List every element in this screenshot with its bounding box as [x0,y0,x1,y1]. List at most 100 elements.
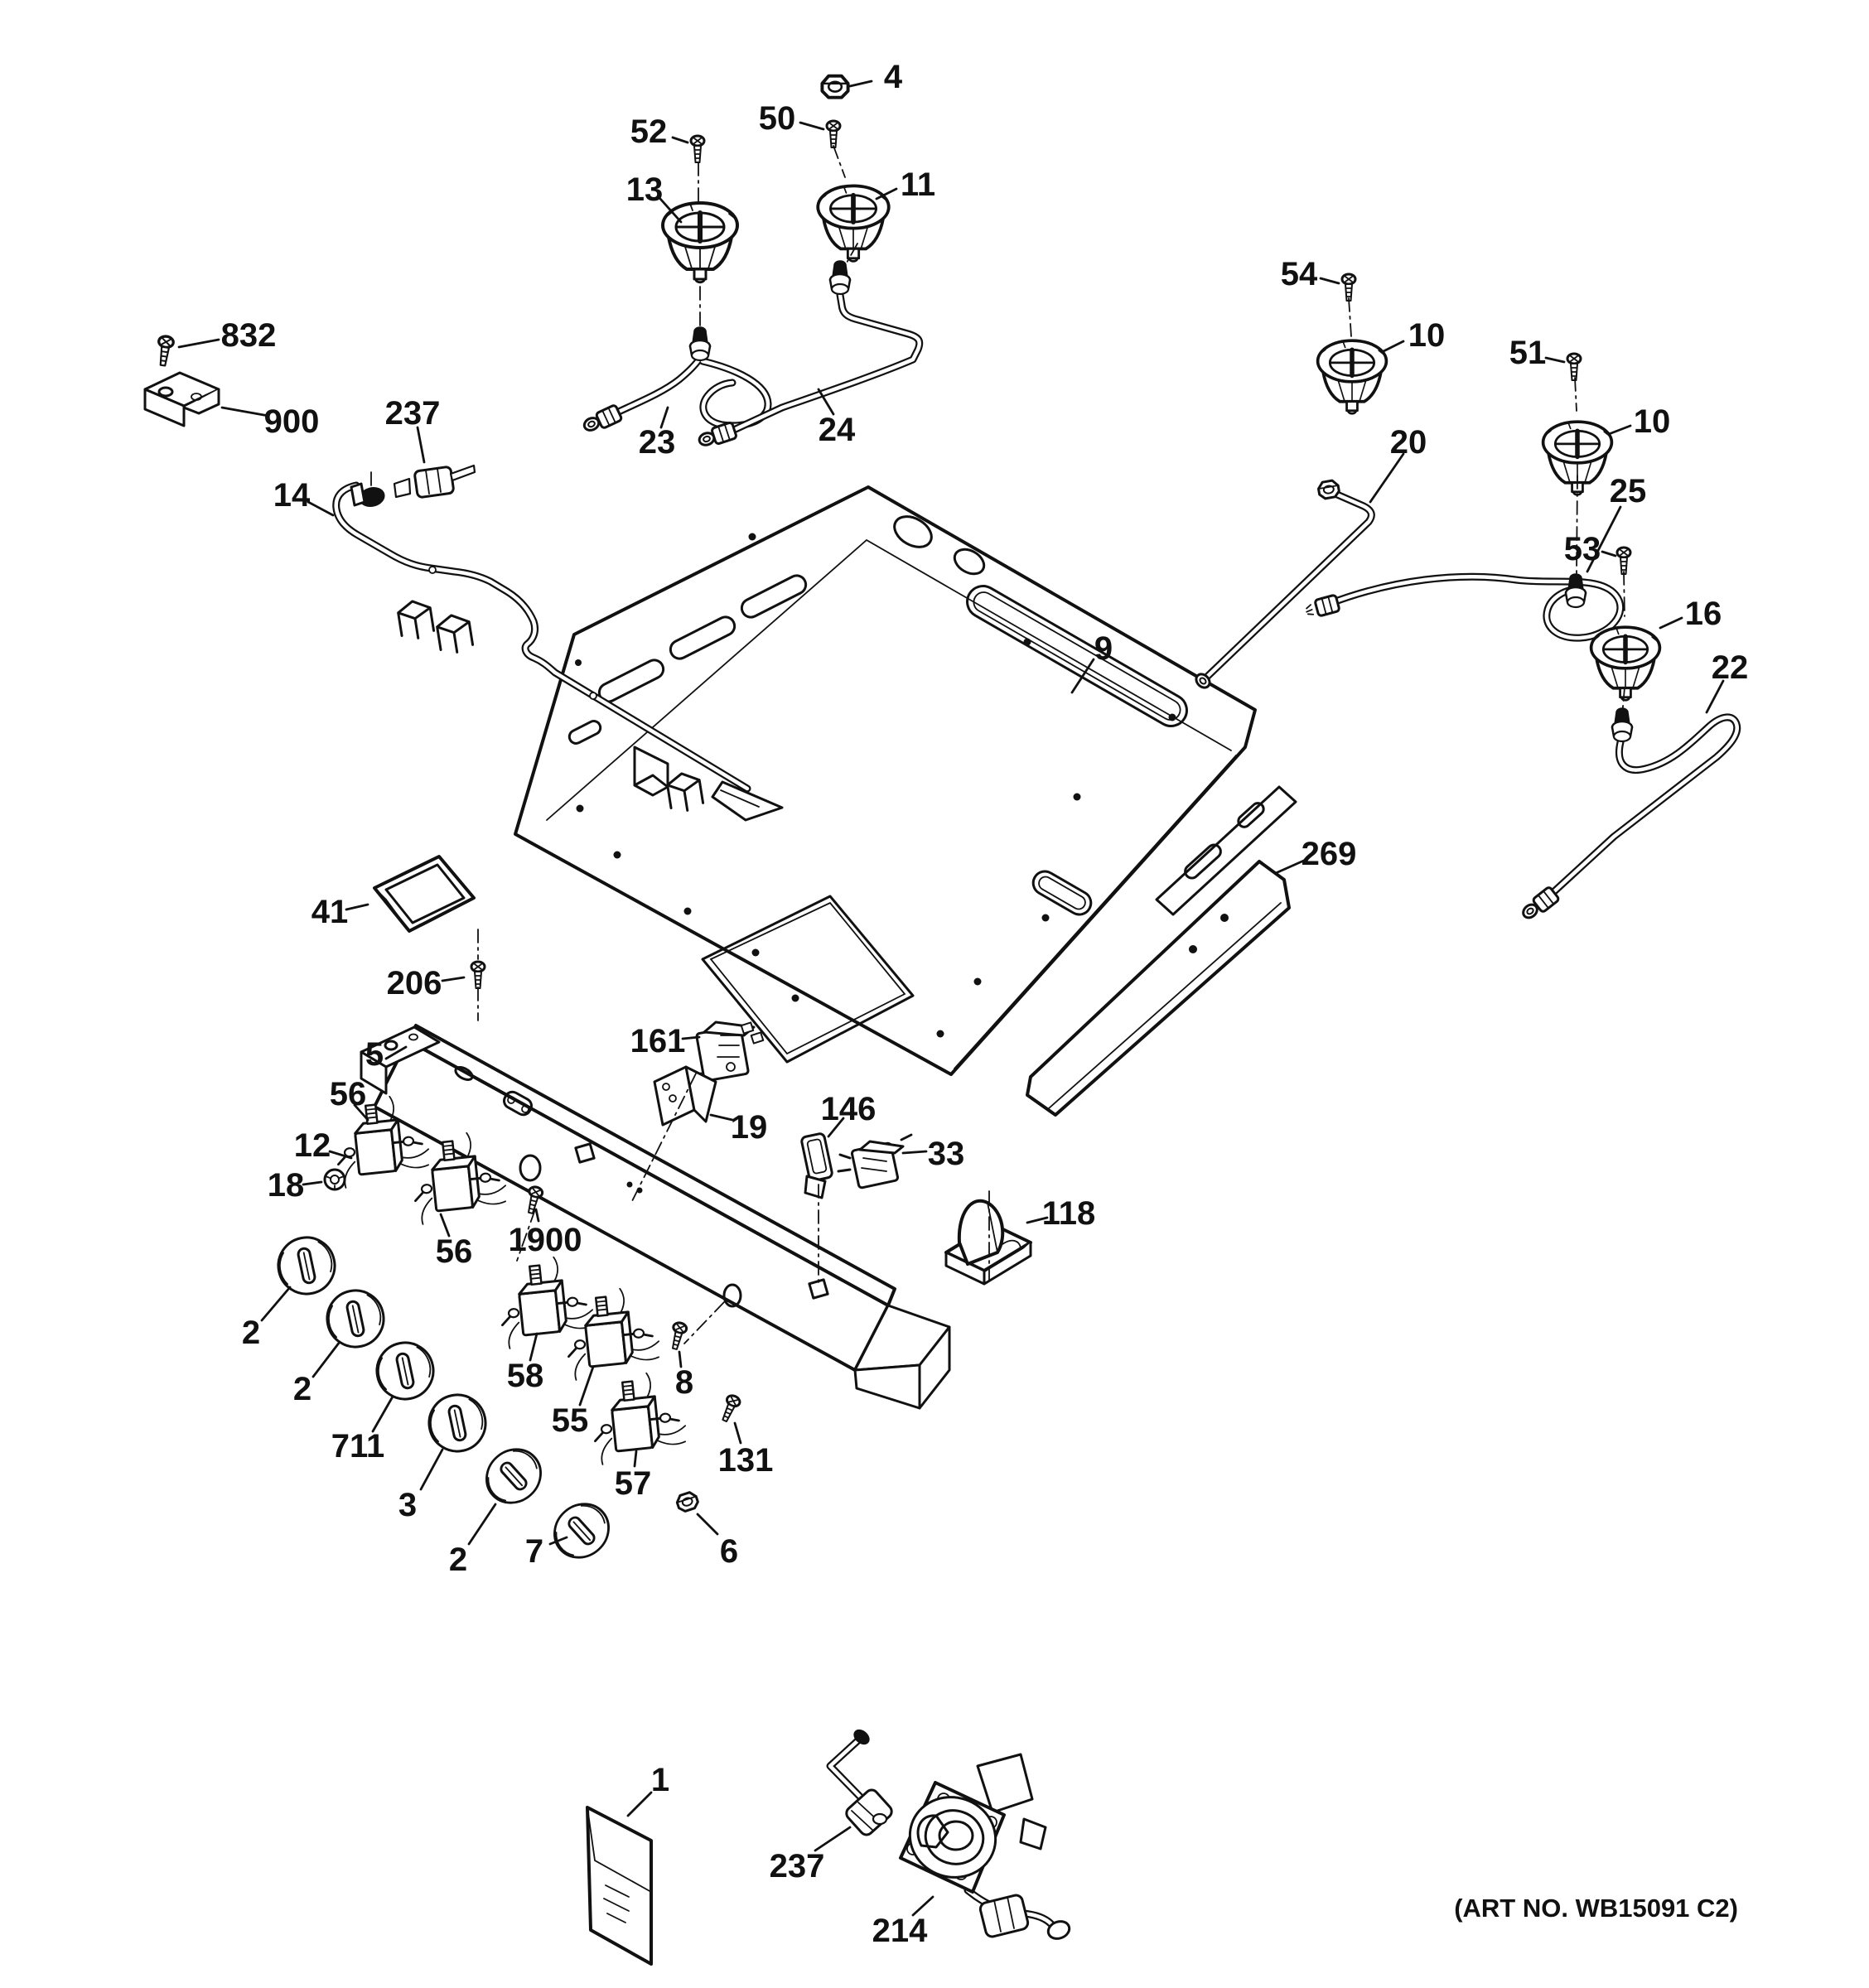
callout-53: 53 [1564,531,1601,567]
gas-tube-24 [696,259,924,450]
screw-53-icon [1615,546,1632,576]
screw-131-icon [717,1392,743,1425]
control-knob-3-icon [423,1388,492,1458]
callout-56b: 56 [436,1233,473,1270]
callout-269: 269 [1302,836,1357,872]
pocket-118 [944,1190,1032,1286]
callout-56a: 56 [330,1076,367,1112]
centerlines [370,145,1625,1344]
nut-6-icon [674,1489,701,1514]
envelope-1 [586,1806,653,1966]
callout-23: 23 [639,424,676,461]
screw-54-icon [1340,273,1357,302]
screw-50-icon [825,119,842,149]
callout-50: 50 [759,100,796,137]
control-knob-2b-icon [321,1284,390,1353]
callout-33: 33 [928,1136,965,1172]
nut-4-icon [820,74,850,99]
callout-58: 58 [507,1358,544,1394]
gas-tube-25 [1302,572,1625,642]
callout-1900: 1900 [509,1222,582,1258]
panel-slot-long [966,585,1188,727]
callout-labels: 4 50 52 13 11 23 24 54 10 51 10 20 25 53… [221,59,1749,1949]
burner-cap-10-icon [1318,340,1387,413]
control-knob-711-icon [370,1336,440,1406]
callout-3: 3 [398,1487,417,1523]
screw-51-icon [1566,352,1582,382]
spark-module-161 [681,1021,765,1090]
burner-cap-16-icon [1591,627,1660,700]
callout-237-bottom: 237 [770,1848,825,1884]
key-146 [800,1132,833,1199]
callout-52: 52 [630,113,668,150]
bracket-900 [143,371,220,427]
switch-33 [837,1133,913,1189]
callout-11: 11 [901,166,935,203]
panel-bracket [633,746,669,797]
callout-24: 24 [819,412,856,448]
panel-oval-hole [953,548,986,576]
panel-slot-floor [1031,870,1093,916]
callout-2a: 2 [242,1315,260,1351]
callout-237-top: 237 [385,395,441,432]
gas-tube-23 [581,326,772,435]
callout-5: 5 [365,1036,384,1073]
clip-icon [395,597,437,642]
callout-9: 9 [1094,630,1113,667]
gas-tube-14 [332,481,784,822]
callout-206: 206 [387,965,442,1001]
callout-13: 13 [626,171,664,208]
callout-711: 711 [331,1428,385,1464]
callout-161: 161 [630,1023,686,1059]
clip-icon [434,611,476,656]
panel-holes [575,533,1176,1038]
callout-900: 900 [264,403,320,440]
control-knob-2a-icon [272,1231,341,1300]
screw-8-icon [667,1320,689,1352]
callout-14: 14 [273,477,311,514]
manifold-5 [360,1024,951,1410]
callout-16: 16 [1685,596,1722,632]
rail-269 [1026,860,1291,1117]
callout-214: 214 [872,1913,928,1949]
callout-12: 12 [294,1127,331,1164]
gas-valve-58-icon [495,1252,597,1351]
panel-oval-hole [893,515,933,548]
callout-57: 57 [615,1465,652,1502]
pressure-regulator-214 [899,1753,1071,1940]
callout-131: 131 [718,1442,774,1479]
screw-206-icon [470,960,486,990]
panel-slots-left [567,574,808,745]
callout-6: 6 [720,1533,738,1570]
bracket-19 [653,1065,717,1127]
control-knob-7-icon [542,1492,621,1570]
callout-51: 51 [1509,335,1547,371]
callout-18: 18 [268,1167,305,1204]
callout-2b: 2 [293,1371,312,1407]
gas-tube-22 [1519,707,1741,922]
callout-10a: 10 [1408,317,1446,354]
callout-118: 118 [1042,1195,1096,1232]
callout-19: 19 [731,1109,768,1146]
washer-18-icon [323,1168,346,1191]
gas-valve-57-icon [587,1368,690,1467]
burner-box-panel [514,485,1297,1076]
gas-tube-20 [1192,478,1375,692]
screw-52-icon [689,134,706,164]
callout-54: 54 [1281,256,1318,292]
callout-20: 20 [1390,424,1427,461]
panel-right-flange [1155,785,1297,916]
control-knob-2c-icon [474,1437,553,1515]
callout-25: 25 [1610,473,1647,509]
callout-8: 8 [675,1364,693,1401]
callout-41: 41 [312,894,349,930]
grommet-41 [373,855,476,933]
orifice-237-bottom [826,1729,893,1836]
callout-4: 4 [884,59,903,95]
callout-10b: 10 [1634,403,1671,440]
callout-22: 22 [1712,649,1749,686]
callout-146: 146 [821,1091,877,1127]
screw-832-icon [154,334,176,368]
callout-7: 7 [525,1533,543,1570]
